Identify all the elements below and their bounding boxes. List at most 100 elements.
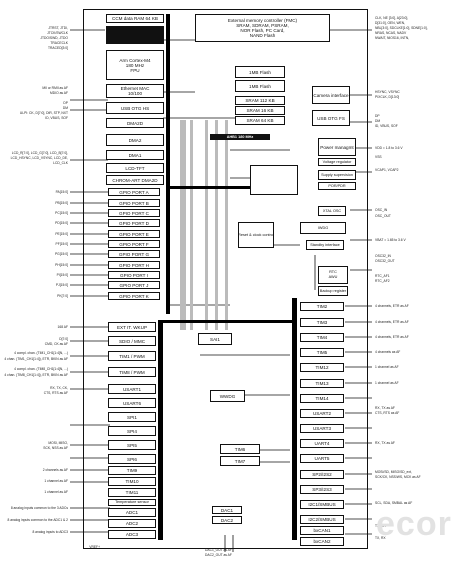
pin-label: 8 analog inputs to ADC3 — [32, 530, 68, 534]
supply-supervision: Supply supervision — [318, 170, 356, 180]
pin-label: DM — [375, 119, 381, 123]
spi5: SPI5 — [108, 440, 156, 450]
bxcan1: bxCAN1 — [300, 526, 344, 535]
backup-register-label: Backup register — [319, 288, 347, 293]
rtc-label: RTC — [329, 270, 337, 274]
flash-bank-1: 1MB Flash — [235, 66, 285, 78]
pin-label: JTCK/SWCLK — [47, 31, 68, 35]
por-pdr: POR/PDR — [318, 182, 356, 190]
cpu-core: Arm Cortex-M4 180 MHz FPU — [106, 50, 164, 80]
pin-label: JTRST, JTDI, — [48, 26, 68, 30]
tim13-label: TIM13 — [315, 381, 329, 386]
i2c1-smbus-label: I2C1/SMBUS — [308, 502, 336, 507]
pin-label: 8 analog inputs common to the 3 ADCs — [10, 506, 68, 510]
pin-label: ID, VBUS, SOF — [375, 124, 398, 128]
usb-otg-hs: USB OTG HS — [106, 102, 164, 114]
camera-interface: Camera interface — [312, 86, 350, 104]
pin-label: CTS, RTS as AF — [375, 411, 400, 415]
ethernet-mac: Ethernet MAC 10/100 — [106, 84, 164, 98]
pin-label: TRACECLK — [50, 41, 68, 45]
tim8-pwm: TIM8 / PWM — [108, 367, 156, 377]
pin-label: PK[7:0] — [57, 294, 68, 298]
gpio-port-f-label: GPIO PORT F — [119, 241, 149, 247]
gpio-port-i: GPIO PORT I — [108, 271, 160, 279]
pll-block — [250, 165, 298, 195]
dma1-label: DMA1 — [128, 152, 142, 158]
rtc-sub-label: AWU — [328, 275, 338, 279]
pin-label: TX, RX — [375, 524, 386, 528]
pin-label: DAC1_OUT as AF — [205, 548, 232, 552]
supply-supervision-label: Supply supervision — [321, 172, 353, 177]
pin-label: 4 channels, ETR as AF — [375, 320, 409, 324]
pin-label: JTDO/SWD, JTDO — [40, 36, 68, 40]
ahb1-bus — [166, 14, 170, 314]
sram-64kb-label: SRAM 64 KB — [246, 118, 274, 123]
pin-label: VREF+ — [89, 545, 100, 549]
pin-label: LCD_R[7:0], LCD_G[7:0], LCD_B[7:0], — [11, 151, 68, 155]
pin-label: VBAT = 1.65 to 3.6 V — [375, 238, 406, 242]
iwdg-block: IWDG — [300, 222, 346, 234]
pin-label: 4 channels, ETR as AF — [375, 304, 409, 308]
gpio-port-b: GPIO PORT B — [108, 199, 160, 207]
pin-label: 4 channels as AF — [375, 350, 401, 354]
lcd-tft-label: LCD-TFT — [125, 165, 145, 171]
lcd-tft-block: LCD-TFT — [106, 163, 164, 173]
pin-label: 8 analog inputs common to the ADC1 & 2 — [7, 518, 68, 522]
pin-label: 2 channels as AF — [42, 468, 68, 472]
pin-label: TX, RX — [375, 536, 386, 540]
adc3: ADC3 — [108, 530, 156, 539]
pin-label: NWAIT, NIOS16, INTN, — [375, 36, 410, 40]
tim12-label: TIM12 — [315, 365, 329, 370]
tim7: TIM7 — [220, 456, 260, 466]
gpio-port-h: GPIO PORT H — [108, 261, 160, 269]
pin-label: SCL, SDA, SMBAL as AF — [375, 501, 413, 505]
spi4-label: SPI4 — [127, 428, 137, 434]
fmc-block: External memory controller (FMC) SRAM, S… — [195, 14, 330, 42]
xtal-osc: XTAL OSC — [318, 206, 346, 216]
pin-label: DP — [375, 114, 380, 118]
pin-label: PF[15:0] — [55, 242, 68, 246]
pin-label: LCD_HSYNC, LCD_VSYNC, LCD_DE, — [10, 156, 68, 160]
pin-label: 4 compl. chan. (TIM1_CH1[1:4]N, ...) — [14, 351, 68, 355]
tim14: TIM14 — [300, 394, 344, 403]
pin-label: OSC_OUT — [375, 214, 391, 218]
dac2-label: DAC2 — [220, 517, 234, 523]
pin-label: PE[15:0] — [55, 232, 68, 236]
usb-otg-hs-label: USB OTG HS — [120, 105, 150, 111]
debug-block — [106, 26, 164, 44]
tim10: TIM10 — [108, 477, 156, 486]
usart2-label: USART2 — [312, 411, 332, 416]
tim9: TIM9 — [108, 466, 156, 475]
ahb-bus-bar-5 — [225, 120, 228, 330]
camera-interface-label: Camera interface — [313, 92, 349, 98]
por-pdr-label: POR/PDR — [328, 183, 346, 188]
gpio-port-j-label: GPIO PORT J — [119, 282, 149, 288]
sram-64kb: SRAM 64 KB — [235, 116, 285, 125]
pin-label: 1 channel as AF — [44, 479, 68, 483]
tim11: TIM11 — [108, 488, 156, 497]
fmc-sub2: NOR Flash, PC Card, — [240, 28, 285, 33]
ethernet-mac-label: Ethernet MAC — [120, 86, 150, 91]
pin-label: RTC_AF2 — [375, 279, 390, 283]
tim1-pwm-label: TIM1 / PWM — [119, 353, 145, 359]
pin-label: CLK, NE [3:0], A[23:0], — [375, 16, 409, 20]
tim11-label: TIM11 — [125, 490, 139, 495]
pin-label: RX, TX as AF — [375, 441, 395, 445]
exti-wkup: EXT IT. WKUP — [108, 322, 156, 332]
adc1: ADC1 — [108, 508, 156, 517]
pin-label: 168 AF — [57, 325, 68, 329]
fmc-sub3: NAND Flash — [249, 33, 276, 38]
pin-label: PG[15:0] — [54, 252, 68, 256]
ahb-bus-bar-4 — [215, 120, 218, 330]
pin-label: VDD = 1.8 to 3.6 V — [375, 146, 403, 150]
pin-label: NRAS, NCAS, NADV — [375, 31, 407, 35]
pin-label: PC[15:0] — [55, 211, 68, 215]
pin-label: VSS — [375, 155, 382, 159]
dac2: DAC2 — [212, 516, 242, 524]
pin-label: MOSI/SD, MISO/SD_ext, — [375, 470, 412, 474]
usb-otg-fs: USB OTG FS — [312, 110, 350, 126]
uart5-label: UART5 — [314, 456, 330, 461]
spi1: SPI1 — [108, 412, 156, 422]
dma2-label: DMA2 — [128, 137, 142, 143]
